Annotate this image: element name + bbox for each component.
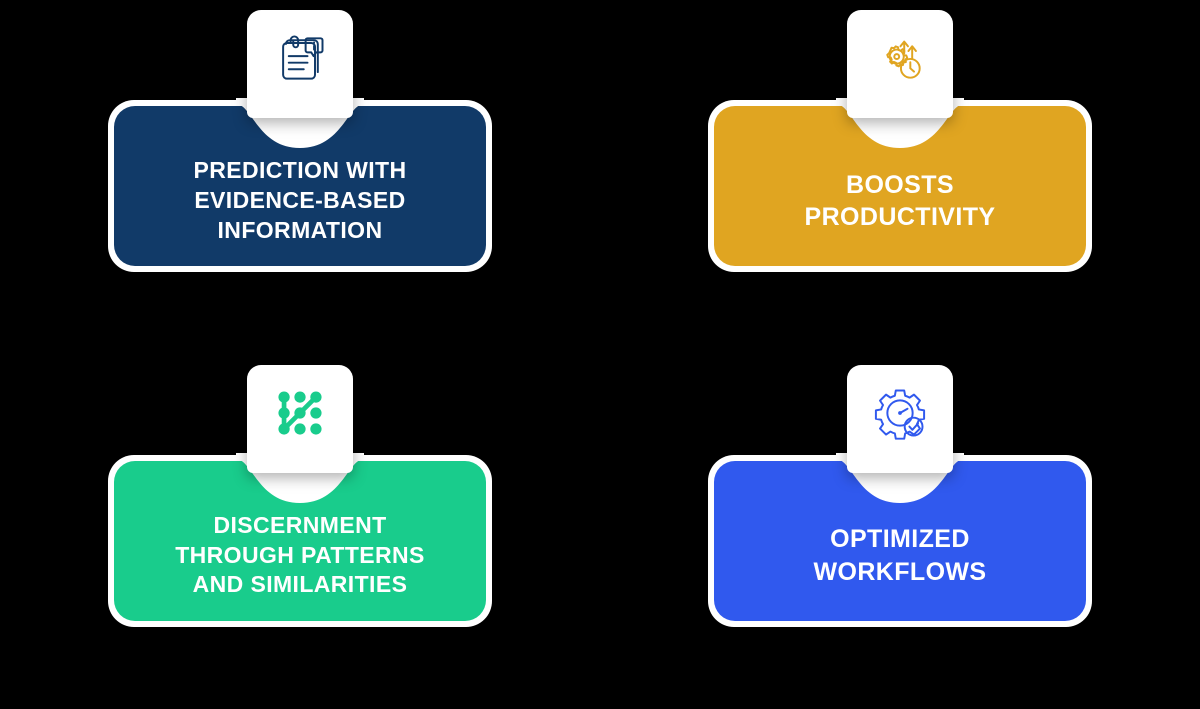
card-icon-tile [847,364,953,473]
pattern-dots-icon [270,383,330,443]
feature-card-4[interactable]: OPTIMIZED WORKFLOWS [600,355,1200,709]
card-panel: OPTIMIZED WORKFLOWS [708,452,1092,627]
card-fill [714,106,1086,266]
card-icon-tile [247,10,353,118]
card-fill [114,106,486,266]
card-panel: PREDICTION WITH EVIDENCE-BASED INFORMATI… [108,98,492,272]
gear-gauge-check-icon [870,383,930,443]
card-icon-tile [247,364,353,473]
card-icon-tile [847,10,953,118]
card-fill [714,460,1086,621]
clipboard-info-icon [270,28,330,88]
feature-card-3[interactable]: DISCERNMENT THROUGH PATTERNS AND SIMILAR… [0,355,600,709]
feature-card-1[interactable]: PREDICTION WITH EVIDENCE-BASED INFORMATI… [0,0,600,355]
gear-growth-clock-icon [870,28,930,88]
card-panel: BOOSTS PRODUCTIVITY [708,98,1092,272]
card-fill [114,460,486,621]
feature-card-2[interactable]: BOOSTS PRODUCTIVITY [600,0,1200,355]
card-panel: DISCERNMENT THROUGH PATTERNS AND SIMILAR… [108,452,492,627]
